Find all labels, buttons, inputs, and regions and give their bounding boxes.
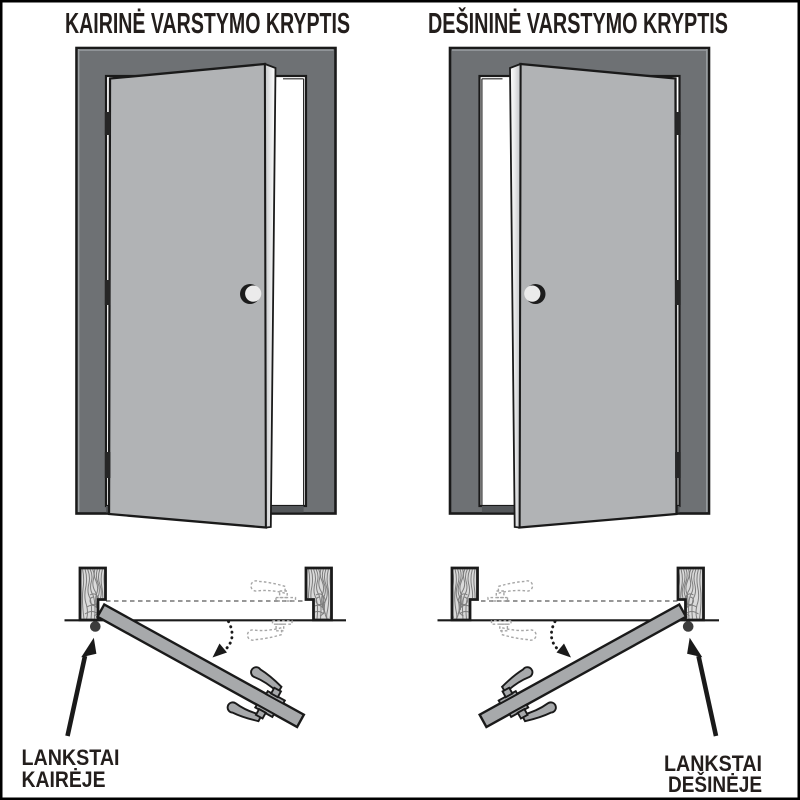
svg-text:KAIRĖJE: KAIRĖJE <box>22 767 106 792</box>
svg-text:DEŠINĖJE: DEŠINĖJE <box>668 772 762 797</box>
svg-text:KAIRINĖ VARSTYMO KRYPTIS: KAIRINĖ VARSTYMO KRYPTIS <box>65 8 350 40</box>
svg-text:LANKSTAI: LANKSTAI <box>664 751 762 776</box>
svg-text:DEŠININĖ VARSTYMO KRYPTIS: DEŠININĖ VARSTYMO KRYPTIS <box>428 6 728 40</box>
svg-text:LANKSTAI: LANKSTAI <box>22 745 120 770</box>
